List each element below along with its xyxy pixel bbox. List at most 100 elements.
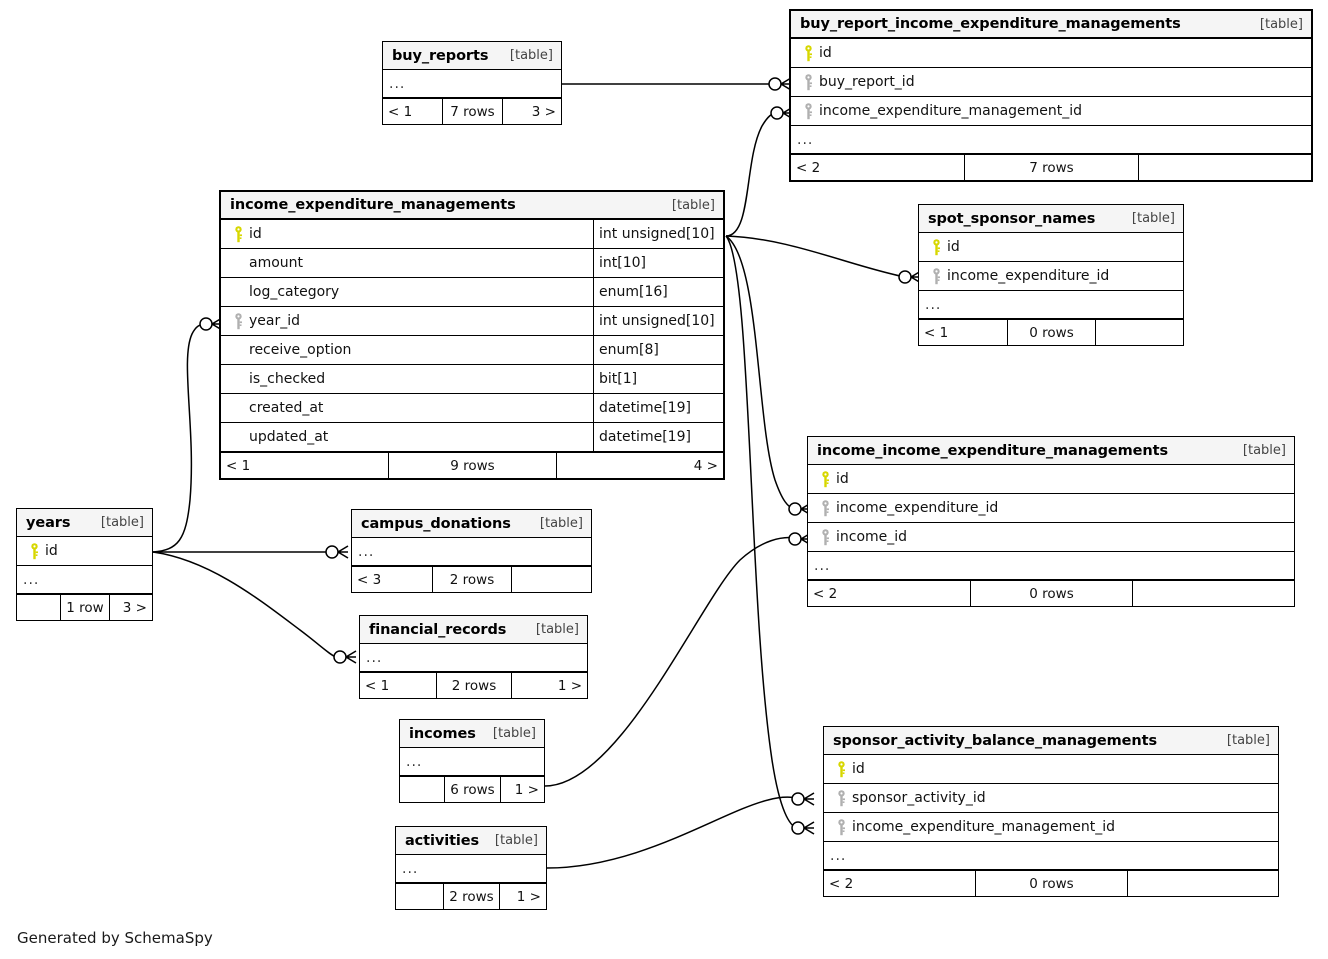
table-row[interactable]: id xyxy=(919,233,1183,262)
table-header-years: years[table] xyxy=(17,509,152,537)
column-type: enum[16] xyxy=(593,278,723,306)
more-columns-ellipsis[interactable]: ... xyxy=(791,126,1311,154)
footer-row-count: 2 rows xyxy=(435,673,512,698)
more-columns-ellipsis[interactable]: ... xyxy=(383,70,561,98)
column-cell: is_checked xyxy=(221,365,593,393)
footer-children-count[interactable]: 3 > xyxy=(108,595,152,620)
table-tag: [table] xyxy=(494,833,538,848)
column-cell: id xyxy=(17,537,152,565)
primary-key-icon xyxy=(227,225,249,243)
column-cell: sponsor_activity_id xyxy=(824,784,1278,812)
footer-parents-count[interactable]: < 1 xyxy=(365,677,390,694)
more-columns-ellipsis[interactable]: ... xyxy=(919,291,1183,319)
more-columns-ellipsis[interactable]: ... xyxy=(352,538,591,566)
column-cell: created_at xyxy=(221,394,593,422)
table-header-financial_records: financial_records[table] xyxy=(360,616,587,644)
more-columns-ellipsis[interactable]: ... xyxy=(400,748,544,776)
more-columns-ellipsis[interactable]: ... xyxy=(17,566,152,594)
footer-parents-count[interactable]: < 3 xyxy=(357,571,382,588)
footer-parents-count[interactable]: < 1 xyxy=(388,103,413,120)
table-title: buy_reports xyxy=(392,47,489,64)
table-buy_report_income_expenditure_managements[interactable]: buy_report_income_expenditure_management… xyxy=(789,9,1313,182)
footer-parents-count[interactable]: < 2 xyxy=(829,875,854,892)
primary-key-icon xyxy=(814,470,836,488)
table-title: sponsor_activity_balance_managements xyxy=(833,732,1157,749)
table-title: years xyxy=(26,514,71,531)
table-row[interactable]: id xyxy=(791,39,1311,68)
table-row[interactable]: id xyxy=(808,465,1294,494)
table-footer: < 3 2 rows xyxy=(352,566,591,592)
foreign-key-icon xyxy=(227,312,249,330)
more-columns-ellipsis[interactable]: ... xyxy=(824,842,1278,870)
table-tag: [table] xyxy=(492,726,536,741)
column-cell: receive_option xyxy=(221,336,593,364)
table-row[interactable]: income_expenditure_id xyxy=(808,494,1294,523)
footer-children-count[interactable]: 3 > xyxy=(501,99,561,124)
footer-row-count: 2 rows xyxy=(443,884,498,909)
footer-row-count: 0 rows xyxy=(975,871,1126,896)
column-cell: id xyxy=(221,220,593,248)
column-cell: id xyxy=(808,465,1294,493)
column-type: datetime[19] xyxy=(593,394,723,422)
table-row[interactable]: id xyxy=(824,755,1278,784)
more-columns-ellipsis[interactable]: ... xyxy=(396,855,546,883)
footer-children-count[interactable]: 1 > xyxy=(498,884,546,909)
footer-parents-count[interactable] xyxy=(400,777,444,802)
column-name: buy_report_id xyxy=(819,74,915,90)
column-cell: income_id xyxy=(808,523,1294,551)
table-row[interactable]: income_expenditure_management_id xyxy=(791,97,1311,126)
foreign-key-icon xyxy=(797,102,819,120)
table-income_income_expenditure_managements[interactable]: income_income_expenditure_managements[ta… xyxy=(807,436,1295,607)
table-row[interactable]: income_expenditure_management_id xyxy=(824,813,1278,842)
footer-row-count: 2 rows xyxy=(431,567,512,592)
more-columns-ellipsis[interactable]: ... xyxy=(808,552,1294,580)
footer-parents-count[interactable]: < 2 xyxy=(796,159,821,176)
footer-parents-count[interactable] xyxy=(396,884,443,909)
column-cell: id xyxy=(791,39,1311,67)
footer-children-count[interactable] xyxy=(1132,581,1294,606)
footer-parents-count[interactable] xyxy=(17,595,60,620)
foreign-key-icon xyxy=(830,818,852,836)
footer-parents-count[interactable]: < 2 xyxy=(813,585,838,602)
column-name: id xyxy=(852,761,865,777)
column-name: id xyxy=(45,543,58,559)
footer-children-count[interactable] xyxy=(511,567,591,592)
more-columns-ellipsis[interactable]: ... xyxy=(360,644,587,672)
footer-children-count[interactable]: 1 > xyxy=(499,777,544,802)
column-cell: amount xyxy=(221,249,593,277)
table-row[interactable]: income_id xyxy=(808,523,1294,552)
footer-parents-count[interactable]: < 1 xyxy=(226,457,251,474)
table-row[interactable]: income_expenditure_id xyxy=(919,262,1183,291)
table-header-income_expenditure_managements: income_expenditure_managements[table] xyxy=(221,192,723,220)
table-header-buy_report_income_expenditure_managements: buy_report_income_expenditure_management… xyxy=(791,11,1311,39)
footer-parents-count[interactable]: < 1 xyxy=(924,324,949,341)
footer-children-count[interactable]: 4 > xyxy=(555,453,723,478)
table-row[interactable]: buy_report_id xyxy=(791,68,1311,97)
footer-children-count[interactable] xyxy=(1137,155,1311,180)
footer-children-count[interactable] xyxy=(1126,871,1278,896)
table-row[interactable]: id xyxy=(17,537,152,566)
table-tag: [table] xyxy=(1242,443,1286,458)
footer-children-count[interactable] xyxy=(1095,320,1183,345)
table-title: financial_records xyxy=(369,621,507,638)
footer-children-count[interactable]: 1 > xyxy=(511,673,587,698)
table-sponsor_activity_balance_managements[interactable]: sponsor_activity_balance_managements[tab… xyxy=(823,726,1279,897)
table-row[interactable]: sponsor_activity_id xyxy=(824,784,1278,813)
